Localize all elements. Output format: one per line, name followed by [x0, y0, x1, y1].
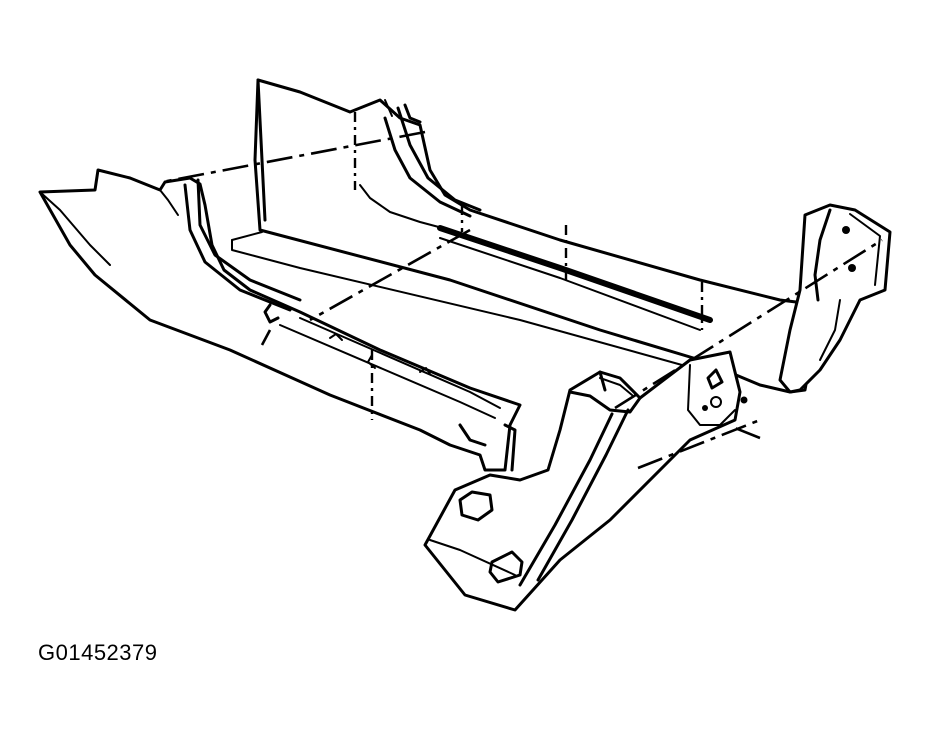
alignment-lines: [161, 112, 883, 470]
hinge-pillar-lower: [423, 350, 748, 612]
outer-rocker-panel: [38, 168, 522, 472]
inner-sill-panel: [231, 78, 822, 394]
rear-quarter-bracket: [778, 203, 892, 394]
figure-code: G01452379: [38, 640, 158, 665]
